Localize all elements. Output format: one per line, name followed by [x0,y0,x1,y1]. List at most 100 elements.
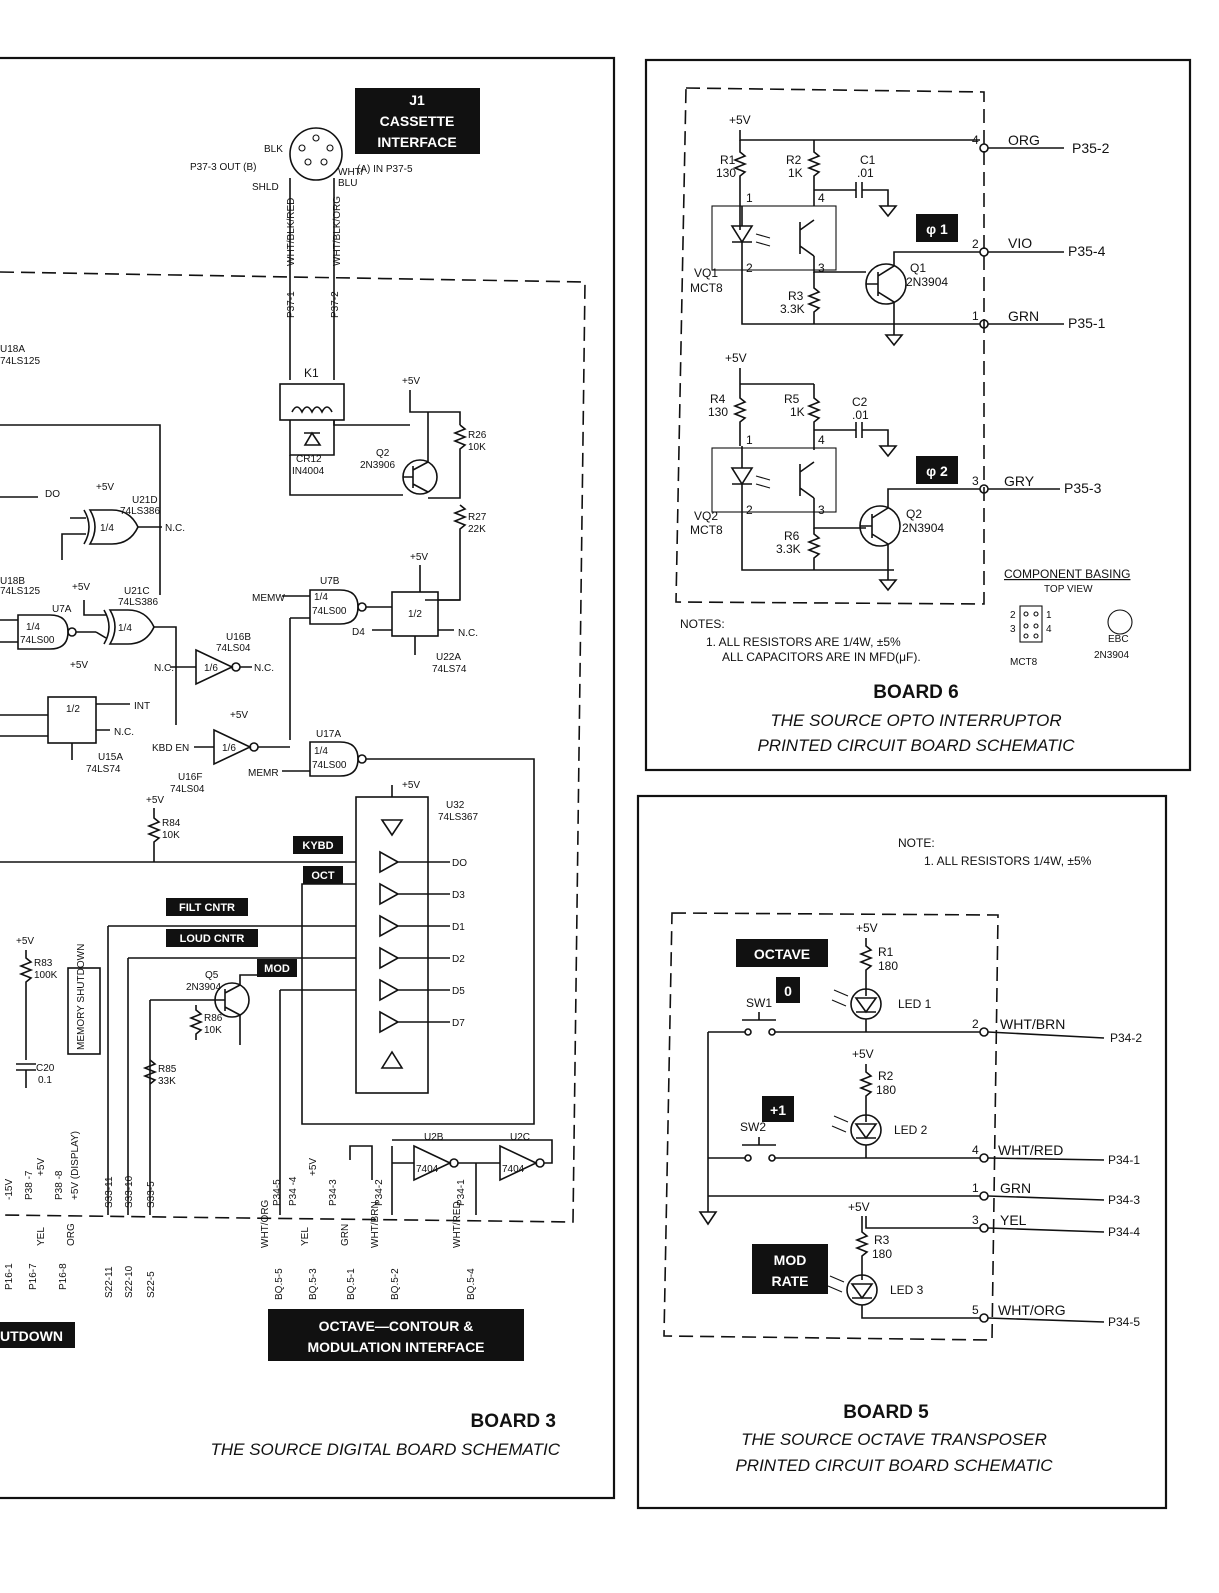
board6-subtitle-2: PRINTED CIRCUIT BOARD SCHEMATIC [757,736,1075,755]
resistor-r3 [854,1216,870,1280]
svg-text:INT: INT [134,701,150,712]
plus1-tag [762,1096,794,1122]
svg-text:BQ.5-1: BQ.5-1 [346,1268,357,1300]
svg-text:WHT/BRN: WHT/BRN [1000,1016,1065,1032]
svg-text:S22-11: S22-11 [104,1266,115,1298]
svg-text:GRY: GRY [1004,473,1035,489]
octave-contour-label: OCTAVE—CONTOUR & MODULATION INTERFACE [268,1309,524,1361]
svg-text:10K: 10K [162,830,180,841]
svg-text:1/6: 1/6 [204,663,218,674]
buffer-u32 [355,796,429,1094]
resistor-r83 [18,950,34,1060]
svg-text:P34-2: P34-2 [374,1179,385,1206]
svg-text:U7B: U7B [320,576,340,587]
svg-text:33K: 33K [158,1076,176,1087]
svg-text:1/6: 1/6 [222,743,236,754]
svg-text:MEMR: MEMR [248,768,279,779]
memory-shutdown-box [67,967,101,1055]
svg-text:WHT/RED: WHT/RED [452,1201,463,1248]
svg-text:MEMORY SHUTDOWN: MEMORY SHUTDOWN [76,944,87,1050]
svg-text:2N3904: 2N3904 [906,275,948,289]
svg-text:S33-10: S33-10 [124,1175,135,1208]
svg-text:P35-1: P35-1 [1068,315,1106,331]
svg-text:GRN: GRN [1000,1180,1031,1196]
svg-text:74LS00: 74LS00 [20,635,55,646]
din-connector-icon [289,127,343,181]
svg-text:0.1: 0.1 [38,1075,52,1086]
svg-text:P35-4: P35-4 [1068,243,1106,259]
svg-text:LED 2: LED 2 [894,1123,928,1137]
svg-text:WHT/RED: WHT/RED [998,1142,1063,1158]
svg-text:R83: R83 [34,958,53,969]
svg-text:P38 -8: P38 -8 [54,1170,65,1200]
svg-text:7404: 7404 [502,1164,525,1175]
shutdown-label: UTDOWN [0,1328,63,1344]
svg-text:R27: R27 [468,512,487,523]
svg-text:U22A: U22A [436,652,461,663]
svg-text:BQ.5-4: BQ.5-4 [466,1268,477,1300]
svg-text:1/4: 1/4 [118,623,132,634]
svg-text:KYBD: KYBD [302,840,333,852]
svg-text:S33-11: S33-11 [104,1176,115,1208]
svg-text:BLU: BLU [338,178,357,189]
svg-text:2N3904: 2N3904 [902,521,944,535]
svg-text:4: 4 [1046,624,1052,635]
svg-text:1/4: 1/4 [314,592,328,603]
svg-text:R86: R86 [204,1013,223,1024]
svg-text:C20: C20 [36,1063,55,1074]
svg-text:LED 3: LED 3 [890,1283,924,1297]
j1-title-block: J1 CASSETTE INTERFACE [355,88,480,154]
svg-text:R1: R1 [720,153,736,167]
svg-text:P34-1: P34-1 [456,1179,467,1206]
svg-text:P16-7: P16-7 [28,1263,39,1290]
svg-text:180: 180 [872,1247,892,1261]
svg-text:ORG: ORG [66,1223,77,1246]
signal-tags: KYBD OCT FILT CNTR LOUD CNTR MOD [166,836,343,977]
svg-text:+5V: +5V [230,710,248,721]
svg-text:3: 3 [972,474,979,488]
mct8-package-icon [1019,605,1043,643]
svg-text:IN4004: IN4004 [292,466,325,477]
svg-text:+5V: +5V [848,1200,870,1214]
svg-text:3: 3 [1010,624,1016,635]
resistor-r2 [858,1064,874,1122]
svg-text:74LS00: 74LS00 [312,606,347,617]
svg-text:OCTAVE: OCTAVE [754,946,810,962]
svg-text:MCT8: MCT8 [690,281,723,295]
mod-rate-tag [752,1244,828,1294]
svg-text:+5V: +5V [852,1047,874,1061]
svg-text:R85: R85 [158,1064,177,1075]
svg-text:10K: 10K [204,1025,222,1036]
board3-schematic: J1 CASSETTE INTERFACE P37-3 OUT (B) (A) … [0,56,616,1500]
svg-text:+5V: +5V [729,113,751,127]
svg-text:LED 1: LED 1 [898,997,932,1011]
svg-text:4: 4 [818,433,825,447]
svg-text:P16-8: P16-8 [58,1263,69,1290]
svg-text:INTERFACE: INTERFACE [377,134,456,150]
svg-text:Q1: Q1 [910,261,926,275]
svg-text:74LS125: 74LS125 [0,586,40,597]
svg-text:P34-5: P34-5 [1108,1315,1140,1329]
svg-text:74LS367: 74LS367 [438,812,478,823]
svg-text:WHT/ORG: WHT/ORG [260,1199,271,1248]
svg-text:3.3K: 3.3K [776,542,801,556]
board3-title: BOARD 3 [470,1411,556,1432]
svg-text:OCT: OCT [311,870,335,882]
board5-schematic: NOTE: 1. ALL RESISTORS 1/4W, ±5% OCTAVE … [636,794,1168,1510]
svg-text:DO: DO [452,858,467,869]
svg-text:1/2: 1/2 [66,704,80,715]
svg-text:R6: R6 [784,529,800,543]
svg-text:R5: R5 [784,392,800,406]
svg-text:WHT/BLK/ORG: WHT/BLK/ORG [332,196,343,266]
svg-text:180: 180 [876,1083,896,1097]
svg-text:1. ALL RESISTORS ARE 1/4W, ±: 1. ALL RESISTORS ARE 1/4W, ±5% [706,635,901,649]
svg-text:P35-3: P35-3 [1064,480,1102,496]
resistor-r3 [806,272,822,324]
svg-text:2N3906: 2N3906 [360,460,395,471]
svg-text:OCTAVE—CONTOUR &: OCTAVE—CONTOUR & [319,1318,474,1334]
svg-text:P34-1: P34-1 [1108,1153,1140,1167]
svg-text:YEL: YEL [1000,1212,1027,1228]
svg-text:φ 2: φ 2 [926,463,948,479]
svg-text:S22-10: S22-10 [124,1265,135,1298]
svg-text:J1: J1 [409,92,425,108]
